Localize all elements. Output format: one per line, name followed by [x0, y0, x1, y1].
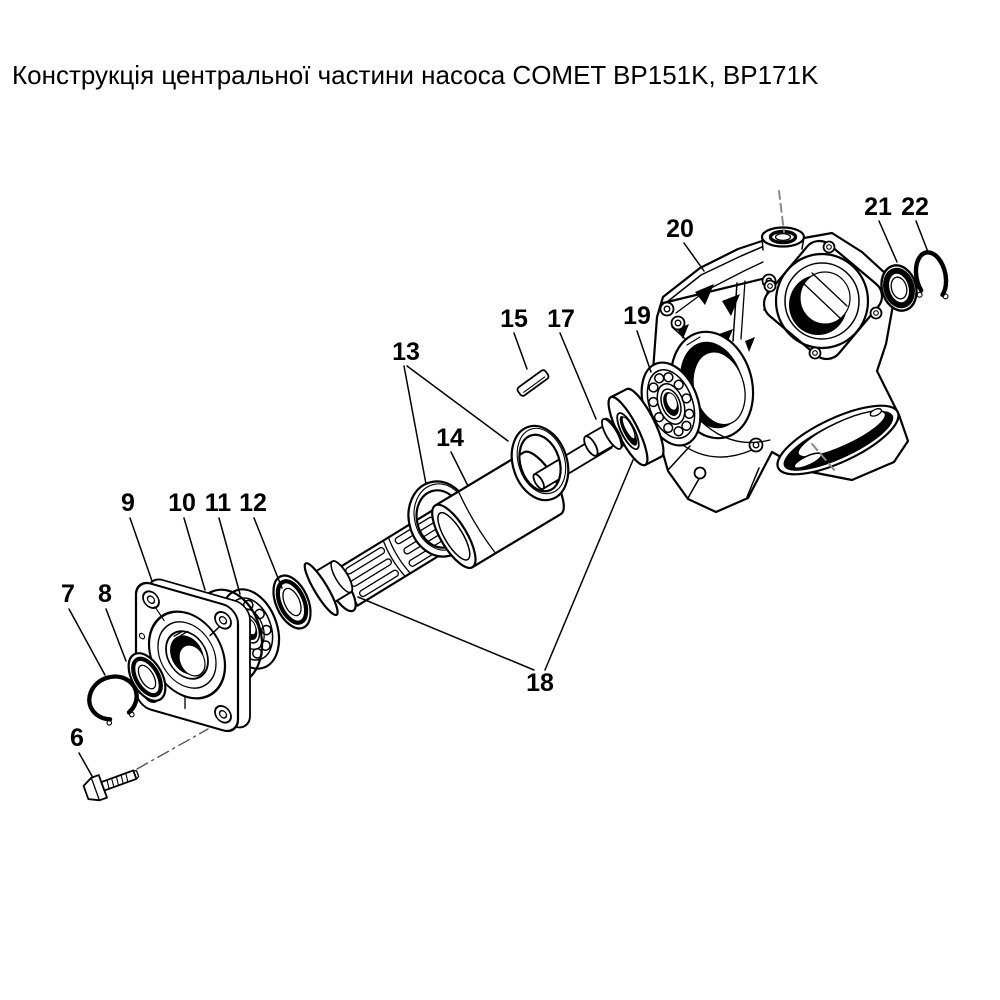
- part-18-shaft-crank-disc: [607, 387, 665, 467]
- label-20: 20: [666, 215, 694, 243]
- leader-14: [450, 451, 469, 487]
- leader-lines: [68, 220, 929, 777]
- part-8-seal: [127, 652, 167, 702]
- leader-8: [105, 608, 127, 662]
- label-11: 11: [205, 489, 232, 517]
- part-14-shaft-sleeve: [431, 450, 565, 570]
- part-15-key: [516, 369, 550, 397]
- housing-side-flange: [762, 239, 884, 361]
- label-13: 13: [392, 338, 420, 366]
- label-21: 21: [864, 193, 892, 221]
- guide-port-centerline: [778, 190, 785, 233]
- label-18: 18: [526, 669, 554, 697]
- part-20-pump-housing: [651, 226, 910, 514]
- part-12-seal-bushing: [303, 560, 354, 617]
- label-17: 17: [547, 305, 575, 333]
- part-7-circlip: [87, 674, 139, 726]
- label-19: 19: [623, 302, 651, 330]
- label-15: 15: [500, 305, 528, 333]
- part-22-retaining-ring: [913, 250, 949, 300]
- part-13-ring-right: [510, 424, 570, 502]
- part-21-oil-seal: [880, 264, 918, 312]
- leader-19: [636, 330, 652, 373]
- label-22: 22: [901, 193, 929, 221]
- leader-7: [68, 608, 106, 676]
- bearing-rollers: [648, 372, 695, 437]
- leader-18b: [544, 459, 634, 671]
- housing-top-port: [760, 226, 806, 251]
- leader-10: [183, 517, 206, 591]
- part-17-spacer: [583, 417, 624, 457]
- label-8: 8: [98, 580, 112, 608]
- guide-bolt-axis: [136, 728, 209, 770]
- leader-17: [559, 332, 597, 420]
- leader-20: [683, 242, 705, 272]
- leader-18a: [357, 596, 535, 671]
- label-14: 14: [436, 424, 464, 452]
- leader-22: [915, 220, 929, 253]
- part-number-labels: 6 7 8 9 10 11 12 13 14 15 17 18 19 20 21…: [61, 193, 929, 752]
- label-10: 10: [168, 489, 196, 517]
- label-6: 6: [70, 724, 84, 752]
- leader-9: [129, 517, 153, 582]
- label-9: 9: [121, 489, 135, 517]
- leader-13b: [406, 365, 509, 442]
- part-12-seal-ring: [272, 574, 312, 630]
- page-title: Конструкція центральної частини насоса C…: [12, 60, 819, 90]
- leader-6: [78, 752, 93, 777]
- leader-21: [878, 220, 898, 263]
- part-6-bolt: [82, 769, 140, 802]
- leader-11: [218, 517, 241, 595]
- housing-mounting-foot: [776, 404, 900, 476]
- leader-13a: [403, 365, 427, 485]
- label-12: 12: [239, 489, 267, 517]
- leader-15: [513, 332, 528, 370]
- guide-housing-foot: [811, 443, 837, 473]
- leader-12: [253, 517, 283, 589]
- label-7: 7: [61, 580, 75, 608]
